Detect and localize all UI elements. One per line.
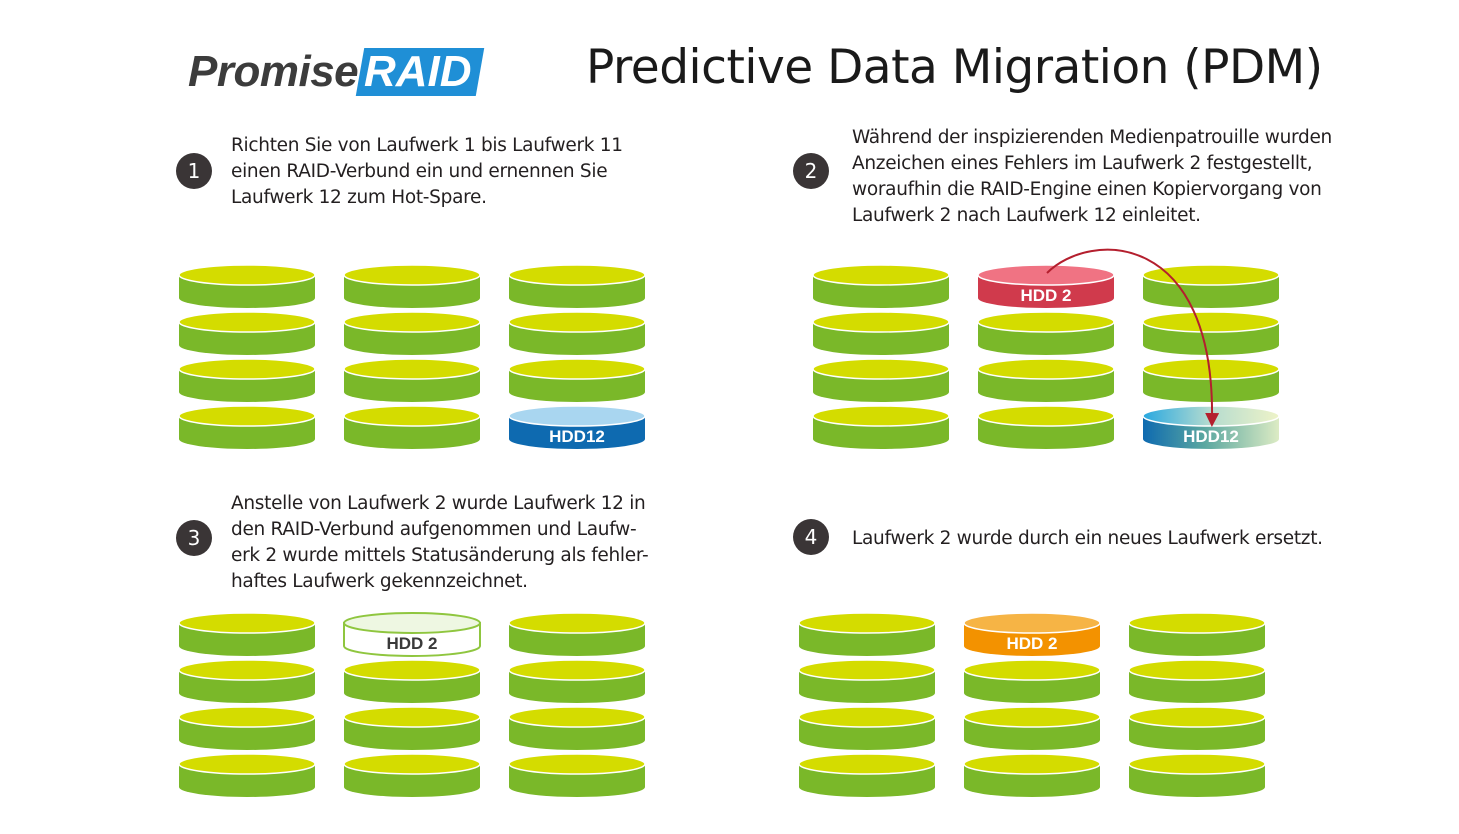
disk: [508, 706, 646, 750]
disk: [798, 753, 936, 797]
step-2-text: Während der inspizierenden Medienpatroui…: [852, 125, 1332, 229]
disk: [1128, 706, 1266, 750]
hdd-label: HDD 2: [1006, 634, 1057, 653]
disk-stack: [812, 264, 950, 449]
step-4-number: 4: [793, 519, 829, 555]
hdd-label: HDD12: [1183, 427, 1239, 446]
disk: [977, 358, 1115, 402]
disk: [343, 311, 481, 355]
step-1-line: Laufwerk 12 zum Hot-Spare.: [231, 187, 487, 208]
disk: [1142, 264, 1280, 308]
disk-stack: [178, 264, 316, 449]
disk: [1128, 612, 1266, 656]
step-1-number: 1: [176, 153, 212, 189]
hdd-disk: HDD 2: [963, 612, 1101, 656]
disk: [508, 753, 646, 797]
disk: [812, 264, 950, 308]
hdd-label: HDD 2: [386, 634, 437, 653]
step-4-line: Laufwerk 2 wurde durch ein neues Laufwer…: [852, 528, 1323, 549]
disk-stack: HDD 2: [977, 264, 1115, 449]
step-3-line: erk 2 wurde mittels Statusänderung als f…: [231, 545, 649, 566]
disk-stack: [508, 612, 646, 797]
hdd-disk: HDD12: [1142, 405, 1280, 449]
disk: [508, 659, 646, 703]
disk-stack: HDD 2: [963, 612, 1101, 797]
disk: [178, 358, 316, 402]
disk-stack: HDD 2: [343, 612, 481, 797]
disk: [812, 358, 950, 402]
step-2-line: Während der inspizierenden Medienpatroui…: [852, 127, 1332, 148]
step-3-number: 3: [176, 520, 212, 556]
disk: [178, 706, 316, 750]
disk-stack: [178, 612, 316, 797]
disk-stack: [1128, 612, 1266, 797]
disk: [508, 264, 646, 308]
disk: [963, 706, 1101, 750]
step-2-line: woraufhin die RAID-Engine einen Kopiervo…: [852, 179, 1322, 200]
disk: [977, 405, 1115, 449]
disk: [963, 753, 1101, 797]
step-4-text: Laufwerk 2 wurde durch ein neues Laufwer…: [852, 526, 1323, 552]
disk: [178, 753, 316, 797]
step-3-line: den RAID-Verbund aufgenommen und Laufw-: [231, 519, 637, 540]
disk: [798, 706, 936, 750]
disk-stack: [798, 612, 936, 797]
disk: [343, 358, 481, 402]
step-2-line: Laufwerk 2 nach Laufwerk 12 einleitet.: [852, 205, 1201, 226]
page-title: Predictive Data Migration (PDM): [586, 40, 1323, 95]
disk-stack: HDD12: [508, 264, 646, 449]
disk: [178, 612, 316, 656]
disk: [798, 659, 936, 703]
disk: [963, 659, 1101, 703]
disk: [343, 264, 481, 308]
step-1-line: Richten Sie von Laufwerk 1 bis Laufwerk …: [231, 135, 623, 156]
step-3-line: haftes Laufwerk gekennzeichnet.: [231, 571, 528, 592]
disk-stack: HDD12: [1142, 264, 1280, 449]
disk: [178, 659, 316, 703]
step-1-text: Richten Sie von Laufwerk 1 bis Laufwerk …: [231, 133, 623, 211]
disk-stack: [343, 264, 481, 449]
step-1-line: einen RAID-Verbund ein und ernennen Sie: [231, 161, 608, 182]
logo-promise-text: Promise: [188, 47, 359, 96]
disk: [508, 612, 646, 656]
hdd-label: HDD 2: [1020, 286, 1071, 305]
hdd-disk: HDD12: [508, 405, 646, 449]
copy-arrow: [1046, 248, 1220, 427]
promise-raid-logo: Promise RAID: [188, 46, 484, 98]
disk: [798, 612, 936, 656]
disk: [508, 311, 646, 355]
hdd-disk: HDD 2: [343, 612, 481, 657]
disk: [812, 405, 950, 449]
disk: [977, 311, 1115, 355]
disk: [178, 405, 316, 449]
hdd-label: HDD12: [549, 427, 605, 446]
disk: [812, 311, 950, 355]
disk: [343, 405, 481, 449]
disk: [343, 706, 481, 750]
disk: [343, 753, 481, 797]
disk: [1128, 753, 1266, 797]
step-3-line: Anstelle von Laufwerk 2 wurde Laufwerk 1…: [231, 493, 646, 514]
disk: [1142, 311, 1280, 355]
disk: [178, 311, 316, 355]
hdd-disk: HDD 2: [977, 264, 1115, 308]
disk: [1128, 659, 1266, 703]
disk: [343, 659, 481, 703]
disk: [508, 358, 646, 402]
step-2-number: 2: [793, 153, 829, 189]
disk: [178, 264, 316, 308]
step-3-text: Anstelle von Laufwerk 2 wurde Laufwerk 1…: [231, 491, 649, 595]
step-2-line: Anzeichen eines Fehlers im Laufwerk 2 fe…: [852, 153, 1313, 174]
